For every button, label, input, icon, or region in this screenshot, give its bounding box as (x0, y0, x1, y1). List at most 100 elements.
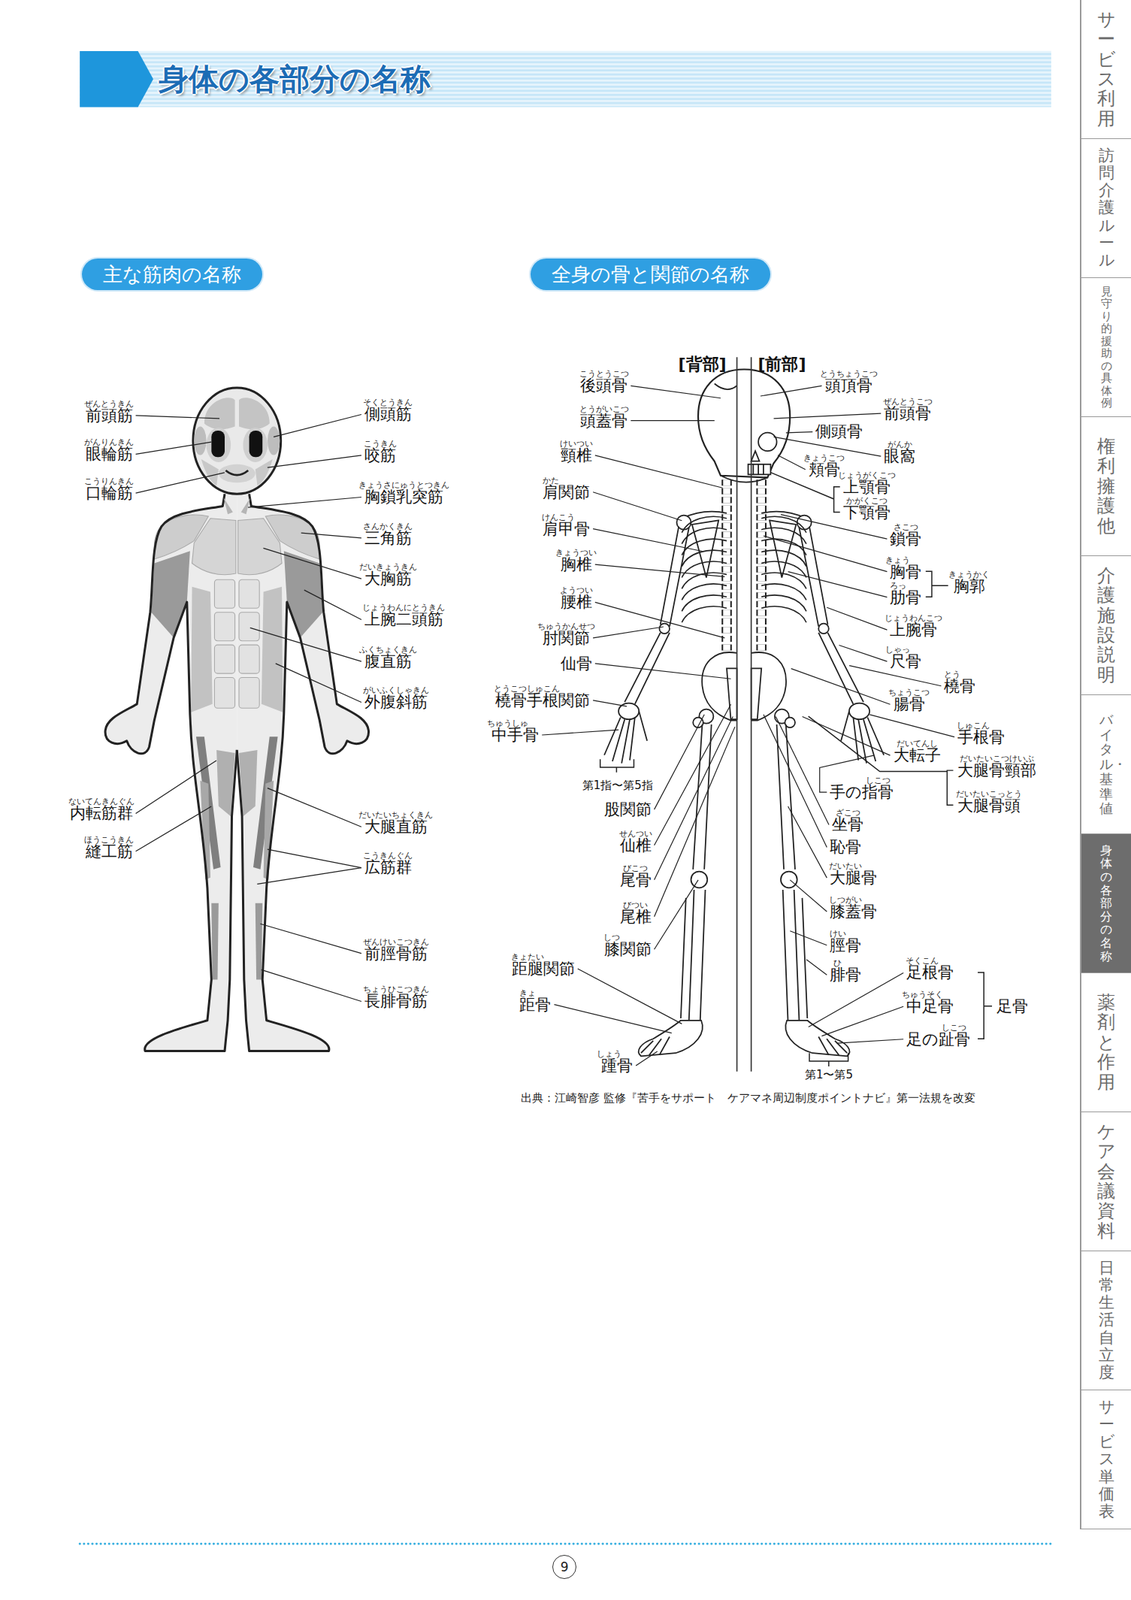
skeleton-half-part (691, 871, 708, 889)
leader-line (789, 931, 827, 946)
leader-line (788, 571, 888, 598)
furigana: かた (542, 476, 560, 485)
part-label: 尾骨 (619, 870, 652, 890)
leader-line (763, 535, 887, 572)
leader-line (788, 806, 828, 878)
part-label: 膝蓋骨 (829, 902, 877, 921)
part-label: 尺骨 (889, 652, 922, 671)
leader-line (541, 729, 619, 735)
leader-line (654, 880, 699, 950)
leader-line (786, 432, 813, 433)
part-label: 咬筋 (364, 446, 397, 465)
index-tab: 訪問介護ルール (1079, 139, 1131, 279)
section-pill: 全身の骨と関節の名称 (530, 258, 771, 291)
node-text: 日常生活自立度 (1098, 1259, 1115, 1382)
furigana: けい (829, 929, 847, 938)
furigana: じょうがくこつ (837, 471, 896, 480)
node-text: ケア会議資料 (1097, 1121, 1116, 1241)
leader-line (136, 441, 212, 454)
muscle-half-part (214, 579, 235, 608)
part-label: 胸鎖乳突筋 (364, 487, 444, 506)
muscle-half-mirror (236, 493, 369, 1051)
skeleton-half-mirror (751, 479, 885, 1056)
furigana: だいきょうきん (359, 562, 418, 572)
part-label: 距腿関節 (511, 959, 575, 978)
leader-line (806, 959, 827, 975)
leader-line (592, 626, 664, 639)
skeleton-half-part (604, 710, 648, 763)
furigana: がんりんきん (84, 438, 134, 447)
node-text: 薬剤と作用 (1097, 992, 1116, 1092)
leader-line (595, 455, 723, 488)
furigana: かがくこつ (846, 496, 888, 506)
leader-line (802, 716, 891, 757)
part-label: 肩甲骨 (542, 520, 590, 539)
view-heading: [背部] (677, 354, 726, 374)
furigana: ようつい (559, 586, 593, 595)
part-label: 内転筋群 (69, 804, 134, 823)
index-tab: 権利擁護他 (1079, 417, 1131, 557)
part-label: 胸骨 (889, 562, 922, 581)
furigana: ざこつ (835, 808, 861, 817)
index-tab: 見守り的援助の具体例 (1079, 278, 1131, 418)
leader-line (267, 455, 362, 468)
furigana: とうちょうこつ (819, 369, 878, 379)
furigana: だいてんし (896, 739, 938, 748)
part-label: 肘関節 (542, 629, 590, 648)
skeleton-figure-part (714, 384, 738, 391)
part-label: 側頭骨 (815, 422, 863, 441)
muscle-half-part (105, 493, 237, 1051)
part-label: 外腹斜筋 (364, 692, 428, 711)
muscle-half-part (214, 612, 235, 642)
leader-line (261, 969, 362, 1001)
furigana: ちゅうしゅ (486, 719, 529, 728)
node-text: サービス単価表 (1098, 1398, 1115, 1521)
furigana: がいふくしゃきん (362, 686, 430, 695)
leader-line (577, 968, 683, 1024)
furigana: けんこう (541, 513, 575, 522)
furigana: きょうこつ (803, 453, 845, 463)
node-text: 訪問介護ルール (1098, 147, 1115, 270)
muscle-half (105, 493, 237, 1051)
muscle-half-part (151, 550, 191, 638)
leader-line (595, 601, 726, 639)
part-label: 腹直筋 (364, 652, 412, 671)
furigana: だいたいこつけいぶ (959, 754, 1035, 763)
skeleton-half-part (638, 1020, 703, 1057)
part-label: 前頭筋 (85, 406, 134, 425)
part-label: 縫工筋 (85, 842, 134, 861)
furigana: こうりんきん (84, 477, 134, 486)
range-note: 第1〜第5 (804, 1068, 853, 1082)
leader-line (247, 496, 362, 508)
page-number: 9 (552, 1554, 577, 1579)
part-label: 大腿骨 (829, 868, 877, 887)
part-label: 膝関節 (604, 940, 652, 959)
brackets-part (977, 972, 992, 1039)
part-label: 足根骨 (906, 963, 954, 982)
part-label: 前頭骨 (883, 404, 932, 423)
brackets (600, 472, 992, 1067)
furigana: ぜんとうこつ (883, 397, 933, 406)
part-label: 眼輪筋 (85, 444, 134, 463)
part-label: 股関節 (604, 800, 652, 819)
leader-line (136, 415, 220, 419)
ribs (681, 516, 727, 623)
leader-line (273, 414, 362, 437)
part-label: 頬骨 (808, 460, 841, 479)
furigana: とうこつしゅこん (493, 684, 560, 693)
leader-line (275, 663, 362, 703)
leader-line (654, 704, 732, 845)
part-label: 腰椎 (560, 592, 593, 611)
furigana: びこつ (622, 864, 648, 873)
part-label: 上顎骨 (843, 477, 891, 496)
leader-line (826, 607, 887, 630)
part-label: 足の趾骨 (906, 1030, 971, 1049)
skeleton-figure-part (698, 369, 790, 478)
source-caption: 出典：江崎智彦 監修『苦手をサポート ケアマネ周辺制度ポイントナビ』第一法規を改… (520, 1091, 976, 1105)
furigana: しょう (596, 1049, 622, 1059)
furigana: ちゅうそく (901, 990, 944, 999)
part-label: 頭頂骨 (825, 376, 873, 395)
title-band (79, 51, 1052, 108)
index-tab: 介護施設説明 (1079, 556, 1131, 696)
muscle-half-part (214, 644, 235, 674)
